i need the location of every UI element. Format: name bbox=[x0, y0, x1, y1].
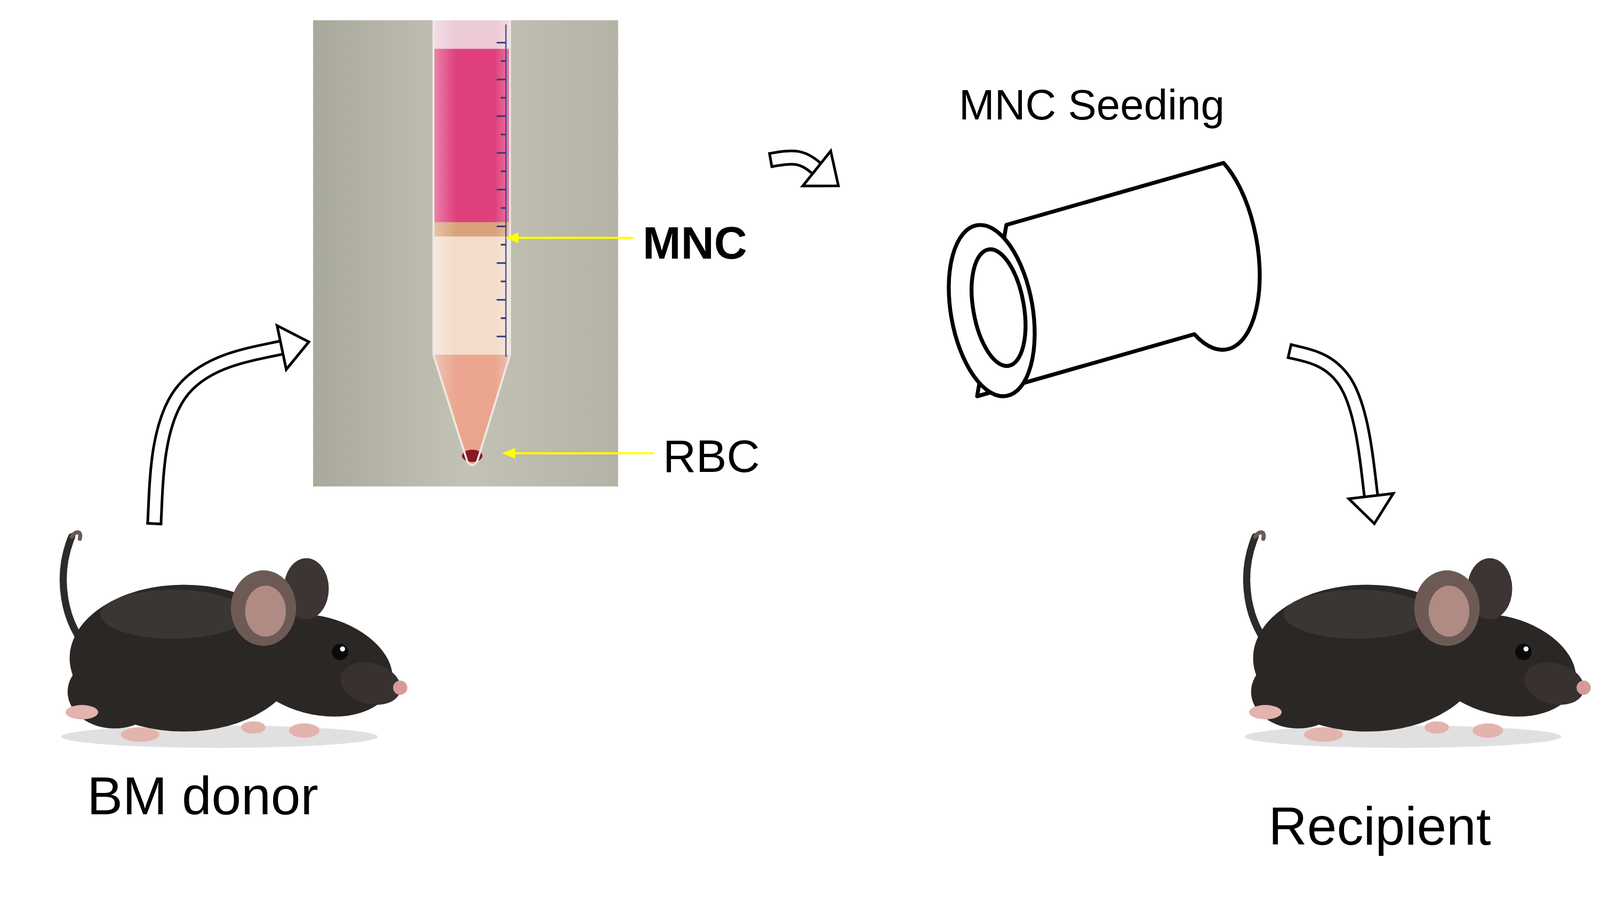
arrow-head bbox=[1348, 493, 1394, 524]
arrow-outline bbox=[1289, 350, 1372, 496]
tube-node: MNC RBC bbox=[313, 20, 767, 487]
recipient-mouse bbox=[1244, 532, 1591, 748]
arrow-head bbox=[276, 325, 309, 370]
node-label: Recipient bbox=[1206, 795, 1554, 858]
arrow-outline bbox=[154, 347, 282, 524]
recipient-node: Recipient bbox=[1206, 528, 1557, 862]
node-heading: MNC Seeding bbox=[958, 80, 1225, 130]
arrow-tail bbox=[146, 523, 163, 524]
arrow-fill bbox=[770, 157, 817, 169]
arrow-head bbox=[802, 150, 839, 187]
arrow-tail bbox=[769, 152, 772, 168]
block-arrow bbox=[146, 325, 309, 525]
arrow-outline bbox=[770, 157, 817, 169]
block-arrow bbox=[769, 150, 839, 187]
scaffold-node: MNC Seeding bbox=[842, 80, 1286, 411]
layer-label: MNC bbox=[642, 216, 748, 270]
tube-photo bbox=[313, 20, 619, 487]
leader-arrow bbox=[505, 232, 634, 244]
arrow-tail bbox=[1288, 343, 1292, 359]
scaffold-cylinder bbox=[936, 162, 1260, 403]
layer-label: RBC bbox=[662, 429, 760, 483]
arrow-fill bbox=[1289, 350, 1372, 496]
donor-mouse bbox=[61, 532, 408, 748]
node-label: BM donor bbox=[32, 765, 374, 827]
leader-arrow bbox=[501, 448, 654, 459]
donor-node: BM donor bbox=[32, 528, 377, 830]
block-arrow bbox=[1288, 343, 1394, 524]
arrow-fill bbox=[154, 347, 282, 524]
